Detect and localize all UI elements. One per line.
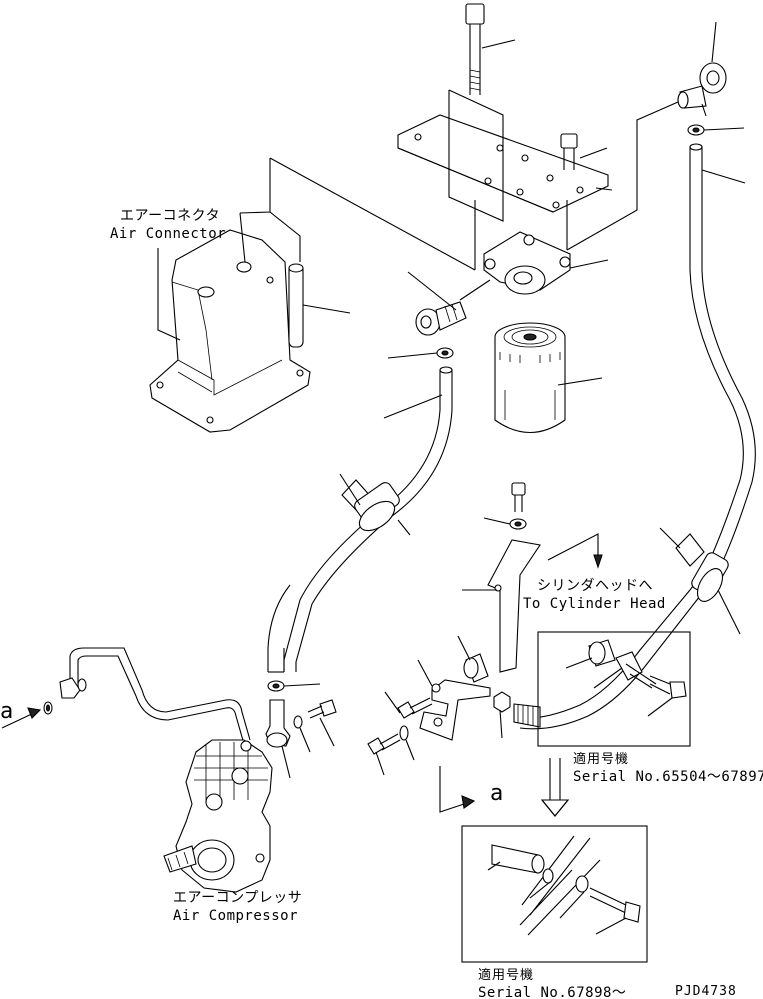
label-view-a-left: a bbox=[0, 699, 14, 724]
inset2-bolt bbox=[589, 887, 641, 923]
washer-left bbox=[436, 347, 454, 359]
label-air-connector-jp: エアーコネクタ bbox=[120, 208, 220, 224]
hose-clamp-right bbox=[675, 533, 729, 602]
inset-box-1 bbox=[537, 631, 691, 747]
filter-head-mount-lines bbox=[474, 200, 568, 270]
bolt-center-low bbox=[367, 733, 401, 755]
arrow-to-cylinder-head bbox=[593, 554, 603, 569]
washer-center-low bbox=[399, 725, 409, 741]
leader-elbow-compressor bbox=[281, 745, 291, 779]
leader-inset2-bolt bbox=[595, 917, 627, 935]
leader-short-bolt bbox=[579, 147, 608, 159]
leader-air-connector bbox=[239, 212, 246, 263]
label-cylinder-head-jp: シリンダヘッドへ bbox=[537, 578, 653, 594]
bolt-compressor bbox=[307, 699, 337, 719]
washer-compressor bbox=[293, 715, 303, 729]
leader-banjo-left bbox=[283, 683, 321, 687]
label-view-a-center: a bbox=[490, 781, 504, 806]
leader-air-connector-2 bbox=[157, 248, 181, 341]
leader-inset1-spacer bbox=[565, 657, 593, 669]
washer-far-left bbox=[43, 701, 53, 715]
elbow-fitting-compressor bbox=[265, 699, 291, 748]
air-pipe-left bbox=[69, 647, 251, 745]
pipe-nut-left bbox=[59, 677, 87, 699]
inset1-clamp-lines bbox=[625, 663, 657, 689]
washer-right bbox=[687, 124, 705, 136]
label-air-connector-en: Air Connector bbox=[110, 226, 226, 242]
banjo-fitting-left bbox=[267, 680, 285, 692]
leader-washer-center bbox=[483, 517, 511, 525]
spacer-center bbox=[463, 653, 489, 683]
leader-hose-left bbox=[383, 394, 443, 419]
leader-inset1-bolt bbox=[647, 697, 673, 717]
bolt-center-top bbox=[511, 482, 526, 512]
tee-connection-line bbox=[566, 101, 679, 251]
leader-washer-right bbox=[703, 127, 745, 131]
leader-bolt-center-left bbox=[384, 691, 401, 714]
leader-oil-filter bbox=[557, 377, 603, 386]
leader-washer-compressor bbox=[299, 727, 311, 753]
leader-inset2-spacer bbox=[487, 861, 501, 871]
label-cylinder-head-en: To Cylinder Head bbox=[523, 596, 666, 612]
elbow-fitting-left bbox=[415, 301, 467, 336]
leader-clamp-right bbox=[659, 527, 741, 635]
air-connector-fitting bbox=[236, 261, 252, 273]
tee-fitting-top bbox=[677, 62, 727, 117]
inset2-spacer bbox=[491, 844, 545, 874]
label-drawing-code: PJD4738 bbox=[675, 984, 737, 999]
washer-center bbox=[509, 518, 527, 530]
leader-washer-center-low bbox=[405, 739, 415, 761]
elbow-connection bbox=[459, 279, 491, 301]
view-a-arrow-center bbox=[439, 766, 476, 813]
bolt-center-left bbox=[397, 697, 433, 719]
hose-clamp-left bbox=[341, 479, 400, 532]
nut-center bbox=[493, 691, 511, 713]
leader-hose-right bbox=[701, 169, 746, 184]
leader-tee-fitting bbox=[711, 21, 717, 63]
leader-spacer-center bbox=[457, 635, 471, 661]
leader-pipe-fitting-center bbox=[417, 659, 433, 687]
label-serial-2: Serial No.67898～ bbox=[478, 985, 626, 999]
hose-right bbox=[519, 143, 756, 730]
cylinder-head-direction bbox=[547, 533, 599, 565]
leader-inset2-washers bbox=[529, 881, 585, 919]
inset2-washer bbox=[542, 868, 589, 893]
leader-nut-center bbox=[499, 709, 503, 739]
hose-end-knurl bbox=[513, 703, 541, 728]
inset-box-2 bbox=[461, 825, 648, 963]
leader-bolt-center-low bbox=[375, 751, 385, 776]
leader-elbow-left bbox=[407, 271, 457, 311]
leader-filter-head bbox=[569, 259, 609, 269]
oil-filter bbox=[494, 322, 566, 433]
inset1-spacer bbox=[588, 639, 616, 667]
leader-pipe-sleeve bbox=[302, 304, 351, 314]
plate-outline-frame bbox=[448, 89, 504, 222]
air-connector-frame bbox=[239, 158, 301, 262]
air-connector-diagonal bbox=[269, 157, 476, 271]
air-connector bbox=[149, 229, 311, 433]
long-bolt bbox=[465, 3, 485, 95]
label-air-compressor-en: Air Compressor bbox=[173, 908, 298, 924]
leader-long-bolt bbox=[481, 39, 516, 49]
label-air-compressor-jp: エアーコンプレッサ bbox=[173, 890, 302, 906]
leader-bolt-compressor bbox=[319, 717, 335, 747]
label-applicable-2: 適用号機 bbox=[478, 967, 534, 983]
air-compressor bbox=[163, 739, 273, 893]
leader-inset1-bracket bbox=[593, 667, 623, 689]
leader-clamp-left bbox=[339, 473, 411, 536]
leader-washer-left bbox=[387, 352, 438, 359]
pipe-fitting-center bbox=[419, 679, 491, 741]
view-a-arrow-left bbox=[1, 707, 42, 729]
label-applicable-1: 適用号機 bbox=[573, 751, 629, 767]
arrow-down-inset bbox=[540, 758, 570, 817]
pipe-sleeve bbox=[288, 263, 304, 348]
inset1-bolt bbox=[649, 675, 687, 699]
leader-plate bbox=[595, 187, 613, 191]
label-serial-1: Serial No.65504～67897 bbox=[573, 769, 763, 785]
filter-head bbox=[483, 231, 571, 295]
short-bolt bbox=[560, 133, 578, 170]
